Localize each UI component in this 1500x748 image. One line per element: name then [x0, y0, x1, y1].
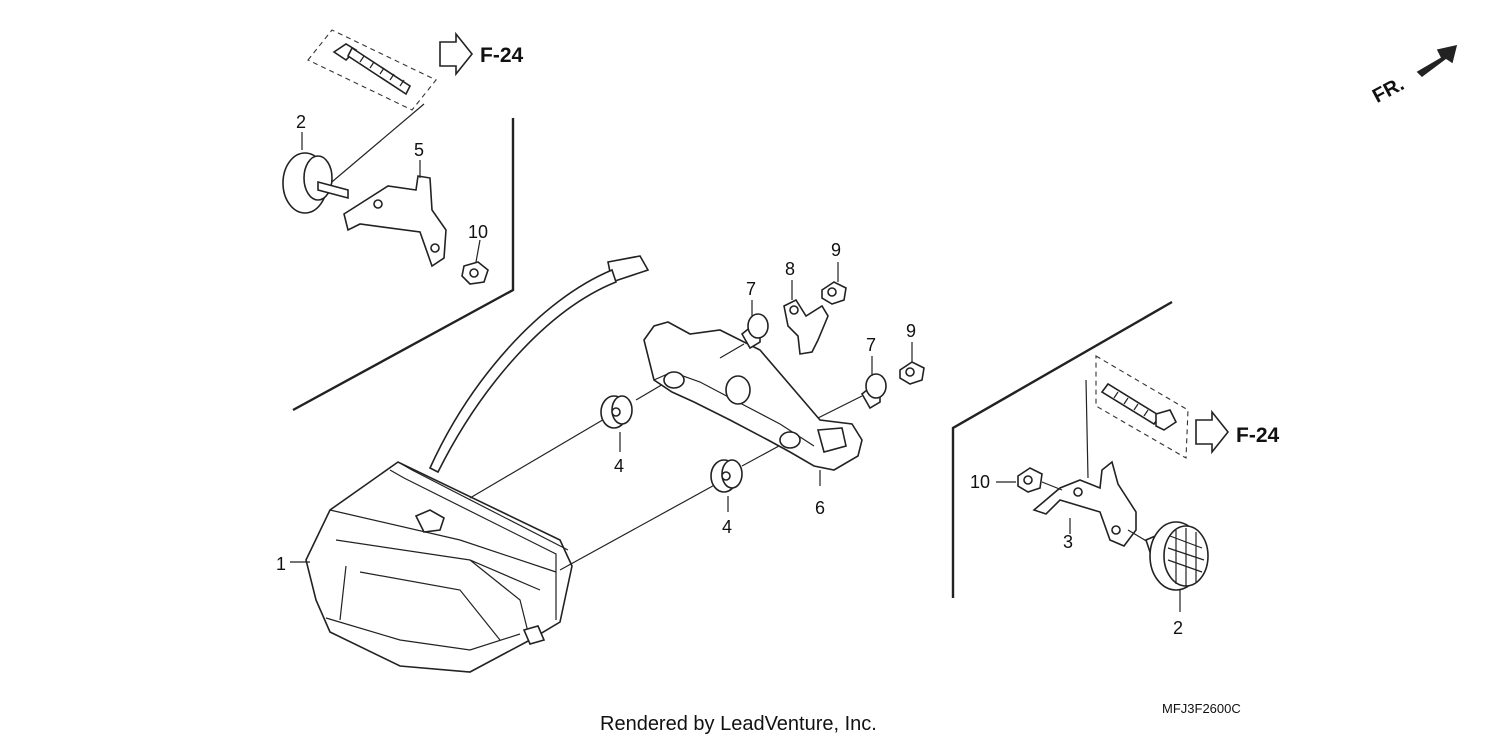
tail-light-housing [290, 255, 650, 673]
drawing-code: MFJ3F2600C [1162, 701, 1241, 716]
right-bracket [1032, 460, 1137, 547]
callouts: 1 2 2 3 4 4 5 6 7 7 8 9 9 10 10 [276, 112, 1183, 638]
callout-3: 3 [1063, 532, 1073, 552]
right-mount-group: F-24 [996, 355, 1280, 612]
grommet-group [469, 379, 791, 571]
callout-5: 5 [414, 140, 424, 160]
stay-bracket [643, 321, 863, 486]
left-bolt-shank [346, 46, 412, 96]
left-bracket [343, 175, 447, 268]
callout-10-right: 10 [970, 472, 990, 492]
left-ref-arrow-icon [439, 31, 474, 77]
render-credit: Rendered by LeadVenture, Inc. [600, 713, 877, 735]
stay-plate [643, 321, 863, 471]
right-ref-arrow-icon [1195, 409, 1230, 455]
right-dashed-box [1095, 355, 1189, 459]
left-mount-group [282, 103, 489, 285]
callout-9-lower: 9 [906, 321, 916, 341]
right-ref-label: F-24 [1236, 424, 1280, 447]
left-bolt-group: F-24 [307, 29, 524, 111]
collar-upper [747, 313, 769, 339]
left-ref-label: F-24 [480, 44, 524, 67]
fr-arrow-icon [1416, 44, 1458, 78]
collar-lower [865, 373, 887, 399]
fr-label: FR. [1369, 73, 1408, 108]
right-bolt-shank [1100, 382, 1162, 426]
front-indicator: FR. [1369, 44, 1458, 108]
callout-1: 1 [276, 554, 286, 574]
right-bolt-head [1155, 409, 1178, 431]
callout-9-upper: 9 [831, 240, 841, 260]
callout-7-upper: 7 [746, 279, 756, 299]
bulb-socket [414, 509, 445, 533]
hardware-group [740, 262, 925, 410]
callout-10-left: 10 [468, 222, 488, 242]
left-dashed-box [307, 29, 437, 111]
wire-harness [428, 268, 617, 474]
callout-4-lower: 4 [722, 517, 732, 537]
callout-4-upper: 4 [614, 456, 624, 476]
lens-body [305, 461, 573, 673]
right-section-divider [951, 300, 1173, 598]
callout-7-lower: 7 [866, 335, 876, 355]
callout-8: 8 [785, 259, 795, 279]
callout-2-right: 2 [1173, 618, 1183, 638]
callout-6: 6 [815, 498, 825, 518]
callout-2-left: 2 [296, 112, 306, 132]
left-cap-stud [317, 180, 349, 200]
left-section-divider [292, 118, 515, 412]
